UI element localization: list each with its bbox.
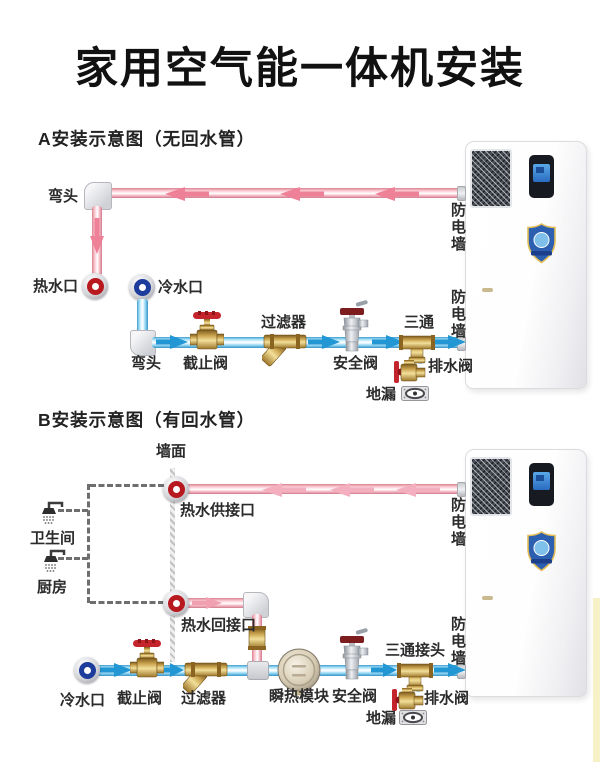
instant-heat-module-icon bbox=[277, 648, 321, 696]
bathroom-label: 卫生间 bbox=[30, 530, 76, 547]
stop-valve-icon bbox=[190, 311, 224, 350]
vent-grille-icon bbox=[470, 149, 512, 208]
cold-water-port-icon bbox=[74, 657, 100, 683]
control-display bbox=[529, 463, 554, 506]
cold-water-pipe-vertical bbox=[137, 299, 148, 337]
shower-icon bbox=[44, 549, 66, 572]
dashed-line bbox=[58, 557, 88, 560]
brand-badge-icon bbox=[527, 531, 556, 572]
filter-label: 过滤器 bbox=[181, 690, 227, 707]
pipe-coupling bbox=[457, 482, 466, 497]
control-display bbox=[529, 155, 554, 198]
elbow-label: 弯头 bbox=[131, 355, 162, 372]
flow-arrow-down bbox=[90, 218, 104, 254]
flow-arrow-right bbox=[100, 663, 132, 677]
drain-valve-icon bbox=[394, 360, 426, 383]
safety-valve-icon bbox=[340, 300, 369, 352]
floor-drain-icon bbox=[401, 386, 429, 401]
tee-label: 三通 bbox=[404, 314, 435, 331]
drain-valve-icon bbox=[392, 688, 424, 711]
heat-pump-unit-b bbox=[465, 449, 587, 697]
hot-supply-port-label: 热水供接口 bbox=[180, 502, 256, 519]
cold-water-port-label: 冷水口 bbox=[158, 279, 204, 296]
dashed-line bbox=[58, 509, 88, 512]
safety-valve-icon bbox=[340, 628, 369, 680]
flow-arrow-right bbox=[434, 335, 466, 349]
flow-arrow-right bbox=[371, 663, 397, 677]
hot-return-port-icon bbox=[163, 590, 189, 616]
dashed-line bbox=[90, 601, 164, 604]
flow-arrow-left bbox=[396, 483, 440, 497]
page-edge-strip bbox=[593, 598, 600, 762]
unit-handle bbox=[482, 288, 493, 292]
flow-arrow-right bbox=[158, 663, 184, 677]
tee-joint-label: 三通接头 bbox=[385, 642, 446, 659]
dashed-line bbox=[87, 484, 90, 603]
floor-drain-label: 地漏 bbox=[366, 710, 397, 727]
flow-arrow-right bbox=[192, 597, 222, 609]
heat-pump-unit-a bbox=[465, 141, 587, 389]
anti-electric-wall-label: 防电墙 bbox=[449, 616, 466, 667]
stop-valve-label: 截止阀 bbox=[117, 690, 163, 707]
flow-arrow-left bbox=[375, 187, 419, 201]
flow-arrow-left bbox=[262, 483, 306, 497]
tee-fitting-icon bbox=[397, 663, 433, 692]
tee-fitting-icon bbox=[399, 335, 435, 364]
safety-valve-label: 安全阀 bbox=[332, 688, 378, 705]
diagram-b-heading: B安装示意图（有回水管） bbox=[38, 410, 256, 430]
wall-surface-label: 墙面 bbox=[156, 443, 187, 460]
diagram-a-heading: A安装示意图（无回水管） bbox=[38, 129, 256, 149]
instant-heat-module-label: 瞬热模块 bbox=[269, 688, 330, 705]
flow-arrow-right bbox=[434, 663, 466, 677]
drain-valve-label: 排水阀 bbox=[424, 690, 470, 707]
hot-water-port-icon bbox=[82, 273, 108, 299]
hot-return-port-label: 热水回接口 bbox=[181, 617, 257, 634]
flow-arrow-left bbox=[165, 187, 209, 201]
floor-drain-icon bbox=[399, 710, 427, 725]
safety-valve-label: 安全阀 bbox=[333, 355, 379, 372]
cold-water-port-label: 冷水口 bbox=[60, 692, 106, 709]
hot-water-port-label: 热水口 bbox=[33, 278, 79, 295]
pipe-junction bbox=[247, 661, 269, 680]
lcd-screen bbox=[533, 472, 550, 490]
flow-arrow-left bbox=[330, 483, 374, 497]
floor-drain-label: 地漏 bbox=[366, 386, 397, 403]
y-filter-icon bbox=[262, 334, 307, 367]
page-title: 家用空气能一体机安装 bbox=[75, 45, 525, 93]
hot-supply-port-icon bbox=[163, 476, 189, 502]
dashed-line bbox=[90, 484, 164, 487]
wall-line bbox=[170, 468, 175, 662]
kitchen-label: 厨房 bbox=[37, 579, 68, 596]
pipe-coupling bbox=[457, 186, 466, 201]
anti-electric-wall-label: 防电墙 bbox=[449, 202, 466, 253]
filter-label: 过滤器 bbox=[261, 314, 307, 331]
vent-grille-icon bbox=[470, 457, 512, 516]
stop-valve-label: 截止阀 bbox=[183, 355, 229, 372]
anti-electric-wall-label: 防电墙 bbox=[449, 497, 466, 548]
cold-water-port-icon bbox=[129, 274, 155, 300]
stop-valve-icon bbox=[130, 639, 164, 678]
unit-handle bbox=[482, 596, 493, 600]
drain-valve-label: 排水阀 bbox=[428, 358, 474, 375]
check-valve-icon bbox=[248, 626, 266, 650]
flow-arrow-right bbox=[156, 335, 188, 349]
brand-badge-icon bbox=[527, 223, 556, 264]
flow-arrow-left bbox=[280, 187, 324, 201]
shower-icon bbox=[42, 501, 64, 524]
anti-electric-wall-label: 防电墙 bbox=[449, 289, 466, 340]
flow-arrow-right bbox=[308, 335, 340, 349]
elbow-label: 弯头 bbox=[48, 188, 79, 205]
lcd-screen bbox=[533, 164, 550, 182]
hot-supply-pipe bbox=[186, 484, 466, 494]
elbow-fitting bbox=[243, 592, 269, 618]
flow-arrow-right bbox=[372, 335, 404, 349]
y-filter-icon bbox=[183, 662, 228, 695]
